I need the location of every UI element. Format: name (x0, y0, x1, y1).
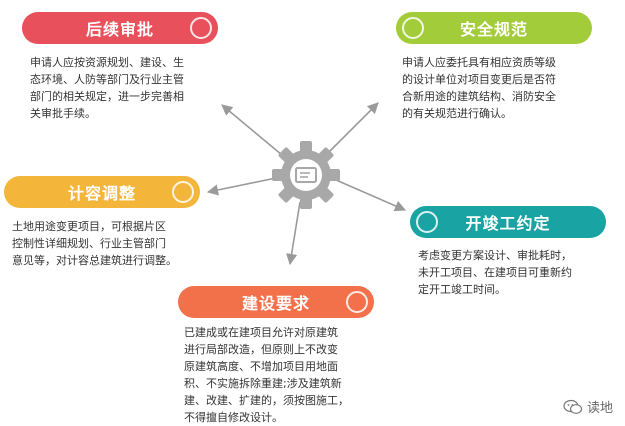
watermark: 读地 (563, 397, 613, 416)
arrow-to-approval (221, 104, 283, 156)
safety-description: 申请人应委托具有相应资质等级 的设计单位对项目变更后是否符 合新用途的建筑结构、… (402, 54, 556, 122)
arrow-to-safety (327, 102, 379, 154)
wechat-icon (563, 399, 583, 414)
approval-title-pill: 后续审批 (22, 12, 218, 44)
deadline-line: 未开工项目、在建项目可重新约 (418, 266, 572, 279)
capacity-description: 土地用途变更项目，可根据片区 控制性详细规划、行业主管部门 意见等，对计容总建筑… (12, 218, 177, 269)
approval-line: 态环境、人防等部门及行业主管 (30, 73, 184, 86)
safety-title: 安全规范 (459, 20, 528, 39)
approval-line: 申请人应按资源规划、建设、生 (30, 56, 184, 69)
approval-title: 后续审批 (85, 20, 154, 39)
deadline-dot-icon (416, 211, 438, 233)
gear-icon (272, 141, 340, 209)
safety-dot-icon (402, 17, 424, 39)
approval-description: 申请人应按资源规划、建设、生 态环境、人防等部门及行业主管 部门的相关规定，进一… (30, 54, 184, 122)
capacity-line: 控制性详细规划、行业主管部门 (12, 237, 166, 250)
arrow-to-deadline (335, 179, 407, 212)
arrow-to-requirement (286, 201, 301, 266)
deadline-title-pill: 开竣工约定 (410, 206, 606, 238)
approval-line: 部门的相关规定，进一步完善相 (30, 90, 184, 103)
deadline-line: 定开工竣工时间。 (418, 283, 506, 296)
capacity-dot-icon (172, 181, 194, 203)
requirement-line: 原建筑高度、不增加项目用地面 (184, 360, 338, 373)
capacity-line: 土地用途变更项目，可根据片区 (12, 220, 166, 233)
safety-line: 申请人应委托具有相应资质等级 (402, 56, 556, 69)
deadline-line: 考虑变更方案设计、审批耗时， (418, 249, 572, 262)
capacity-title: 计容调整 (67, 184, 136, 203)
requirement-line: 不得擅自修改设计。 (184, 411, 283, 424)
safety-title-pill: 安全规范 (396, 12, 592, 44)
capacity-title-pill: 计容调整 (4, 176, 200, 208)
approval-line: 关审批手续。 (30, 107, 96, 120)
requirement-line: 已建成或在建项目允许对原建筑 (184, 326, 338, 339)
safety-line: 的设计单位对项目变更后是否符 (402, 73, 556, 86)
capacity-line: 意见等，对计容总建筑进行调整。 (12, 254, 177, 267)
safety-line: 合新用途的建筑结构、消防安全 (402, 90, 556, 103)
deadline-description: 考虑变更方案设计、审批耗时， 未开工项目、在建项目可重新约 定开工竣工时间。 (418, 247, 572, 298)
arrow-to-capacity (206, 177, 277, 196)
deadline-title: 开竣工约定 (465, 214, 551, 233)
requirement-line: 建、改建、扩建的，须按图施工， (184, 394, 349, 407)
requirement-description: 已建成或在建项目允许对原建筑 进行局部改造，但原则上不改变 原建筑高度、不增加项… (184, 324, 349, 426)
safety-line: 的有关规范进行确认。 (402, 107, 512, 120)
approval-dot-icon (190, 17, 212, 39)
requirement-dot-icon (346, 291, 368, 313)
requirement-line: 进行局部改造，但原则上不改变 (184, 343, 338, 356)
requirement-title: 建设要求 (241, 294, 310, 313)
requirement-title-pill: 建设要求 (178, 286, 374, 318)
requirement-line: 积、不实施拆除重建;涉及建筑新 (184, 377, 342, 390)
watermark-text: 读地 (586, 401, 613, 416)
